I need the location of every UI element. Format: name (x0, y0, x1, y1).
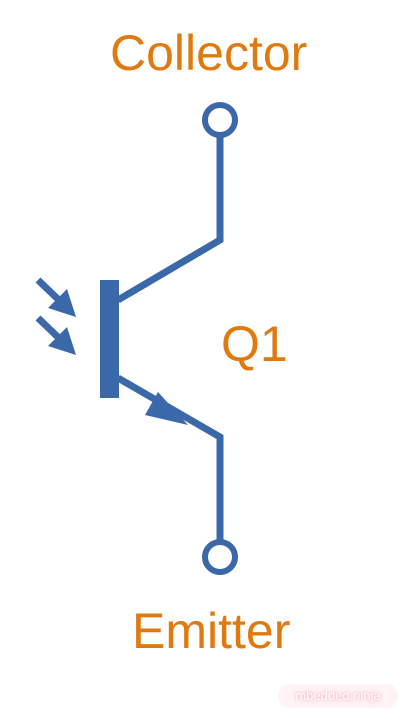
emitter-arrow-icon (145, 392, 188, 425)
light-arrow-upper-head-icon (48, 289, 76, 317)
emitter-lead (116, 374, 224, 545)
collector-terminal[interactable] (202, 102, 238, 138)
collector-lead (116, 135, 224, 304)
light-arrow-lower-head-icon (48, 327, 76, 355)
watermark: mbedded.ninja (278, 684, 398, 708)
component-designator: Q1 (221, 316, 288, 372)
base-bar (100, 280, 119, 398)
emitter-terminal[interactable] (202, 539, 238, 575)
light-arrows-icon (35, 277, 76, 355)
emitter-label: Emitter (132, 603, 291, 659)
collector-label: Collector (110, 25, 308, 81)
